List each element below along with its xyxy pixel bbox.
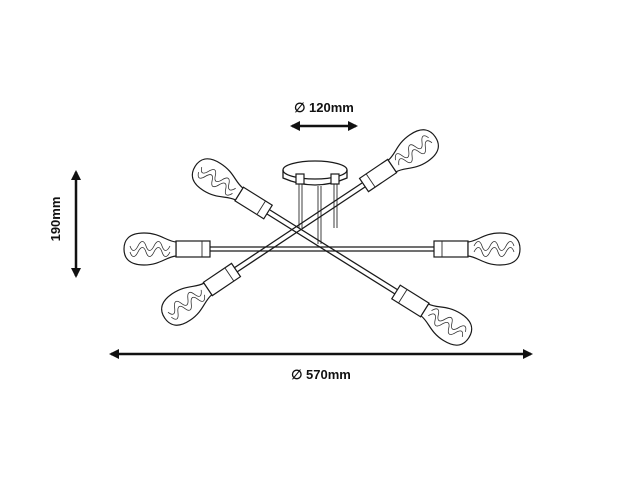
support-rods xyxy=(295,173,340,244)
dimension-canopy: ∅ 120mm xyxy=(290,100,358,131)
canopy xyxy=(282,160,348,186)
arm-diagonal-1 xyxy=(266,209,399,295)
lamp-bulb-icon xyxy=(155,256,246,332)
lamp-bulb-icon xyxy=(386,277,479,352)
lamp-bulb-icon xyxy=(354,123,445,199)
arm-horizontal xyxy=(210,246,434,252)
dimension-height: 190mm xyxy=(48,170,81,278)
lamp-bulb-icon xyxy=(123,232,211,266)
canopy-diameter-label: ∅ 120mm xyxy=(294,100,354,115)
height-label: 190mm xyxy=(48,197,63,242)
lamp-bulb-icon xyxy=(185,152,278,227)
lamp-bulb-icon xyxy=(433,232,521,266)
overall-diameter-label: ∅ 570mm xyxy=(291,367,351,382)
dimension-overall: ∅ 570mm xyxy=(109,349,533,382)
arm-diagonal-2 xyxy=(233,182,366,273)
